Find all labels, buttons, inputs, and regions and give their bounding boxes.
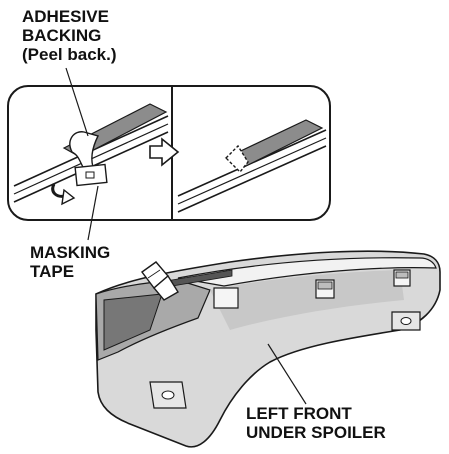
masking-tape-slot bbox=[85, 171, 95, 179]
step-before-peel bbox=[13, 67, 169, 241]
spoiler-recess bbox=[103, 293, 163, 351]
spoiler-flange bbox=[177, 257, 437, 287]
spoiler-shade bbox=[210, 270, 404, 330]
part-label-line1: LEFT FRONT bbox=[246, 404, 352, 423]
folded-tab bbox=[225, 144, 249, 174]
rail-line bbox=[177, 145, 327, 213]
adhesive-backing-label-line3: (Peel back.) bbox=[22, 45, 117, 64]
clip bbox=[395, 271, 409, 279]
step-after-peel bbox=[177, 119, 327, 213]
curved-arrow-icon bbox=[51, 183, 76, 206]
masking-tape-label-line2: TAPE bbox=[30, 262, 75, 281]
under-spoiler bbox=[95, 250, 441, 448]
part-label: LEFT FRONT UNDER SPOILER bbox=[246, 404, 386, 442]
adhesive-backing-label-line2: BACKING bbox=[22, 26, 102, 45]
mounting-hole bbox=[400, 317, 412, 325]
clip bbox=[317, 281, 333, 290]
adhesive-backing-label: ADHESIVE BACKING (Peel back.) bbox=[22, 7, 117, 64]
peeled-backing bbox=[69, 131, 100, 173]
rail-line bbox=[177, 137, 327, 205]
leader-line-masking bbox=[87, 185, 99, 241]
masking-tape-applied bbox=[141, 261, 179, 301]
masking-tape-label-line1: MASKING bbox=[30, 243, 111, 262]
clip bbox=[213, 287, 239, 309]
leader-line-part bbox=[267, 343, 307, 405]
right-arrow-icon bbox=[149, 137, 180, 167]
part-label-line2: UNDER SPOILER bbox=[246, 423, 386, 442]
adhesive-backing-label-line1: ADHESIVE bbox=[22, 7, 109, 26]
leader-line-adhesive bbox=[65, 67, 89, 137]
mounting-hole bbox=[161, 390, 175, 400]
masking-tape-label: MASKING TAPE bbox=[30, 243, 110, 281]
